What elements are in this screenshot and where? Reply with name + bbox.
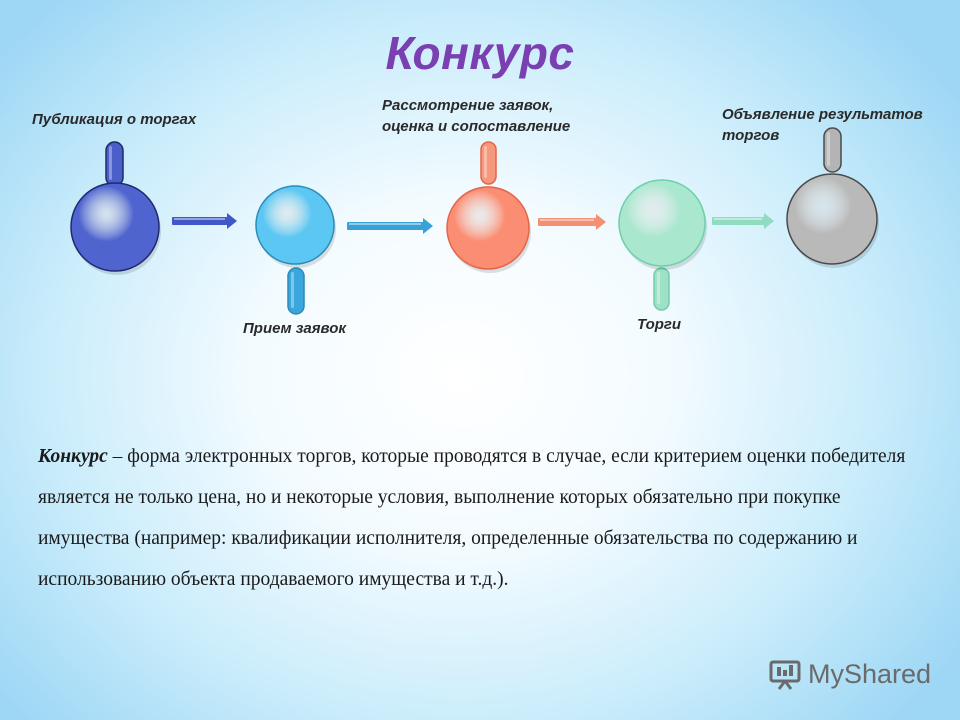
stage-label-review: Рассмотрение заявок, оценка и сопоставле… bbox=[382, 97, 571, 135]
stage-connector-results bbox=[823, 127, 842, 173]
stage-connector-publication bbox=[105, 141, 124, 187]
stage-circle-review bbox=[446, 186, 530, 270]
connector-highlight bbox=[484, 146, 487, 178]
slide-title: Конкурс bbox=[385, 27, 575, 79]
logo-text: MyShared bbox=[808, 658, 932, 689]
stage-circle-results bbox=[786, 173, 878, 265]
stage-connector-auction bbox=[653, 267, 670, 311]
stage-label-results: Объявление результатов торгов bbox=[722, 106, 923, 144]
description-term: Конкурс bbox=[38, 446, 108, 467]
flow-arrow-1 bbox=[172, 213, 237, 229]
connector-highlight bbox=[827, 132, 830, 166]
stage-connector-review bbox=[480, 141, 497, 185]
description-body: – форма электронных торгов, которые пров… bbox=[38, 446, 906, 590]
stage-circle-auction bbox=[618, 179, 706, 267]
stage-label-auction: Торги bbox=[637, 316, 682, 333]
connector-highlight bbox=[109, 146, 112, 180]
presentation-board-icon bbox=[769, 660, 801, 690]
stage-label-publication: Публикация о торгах bbox=[32, 111, 197, 128]
stage-label-applications: Прием заявок bbox=[243, 320, 347, 337]
description-text: Конкурс – форма электронных торгов, кото… bbox=[38, 436, 928, 600]
flow-arrow-2 bbox=[347, 218, 433, 234]
connector-highlight bbox=[657, 272, 660, 304]
stage-circle-publication bbox=[70, 182, 160, 272]
myshared-logo: MyShared bbox=[768, 656, 931, 692]
flow-arrow-3 bbox=[538, 214, 606, 230]
flow-arrow-4 bbox=[712, 213, 774, 229]
stage-connector-applications bbox=[287, 267, 305, 315]
stage-circle-applications bbox=[255, 185, 335, 265]
connector-highlight bbox=[291, 272, 294, 308]
